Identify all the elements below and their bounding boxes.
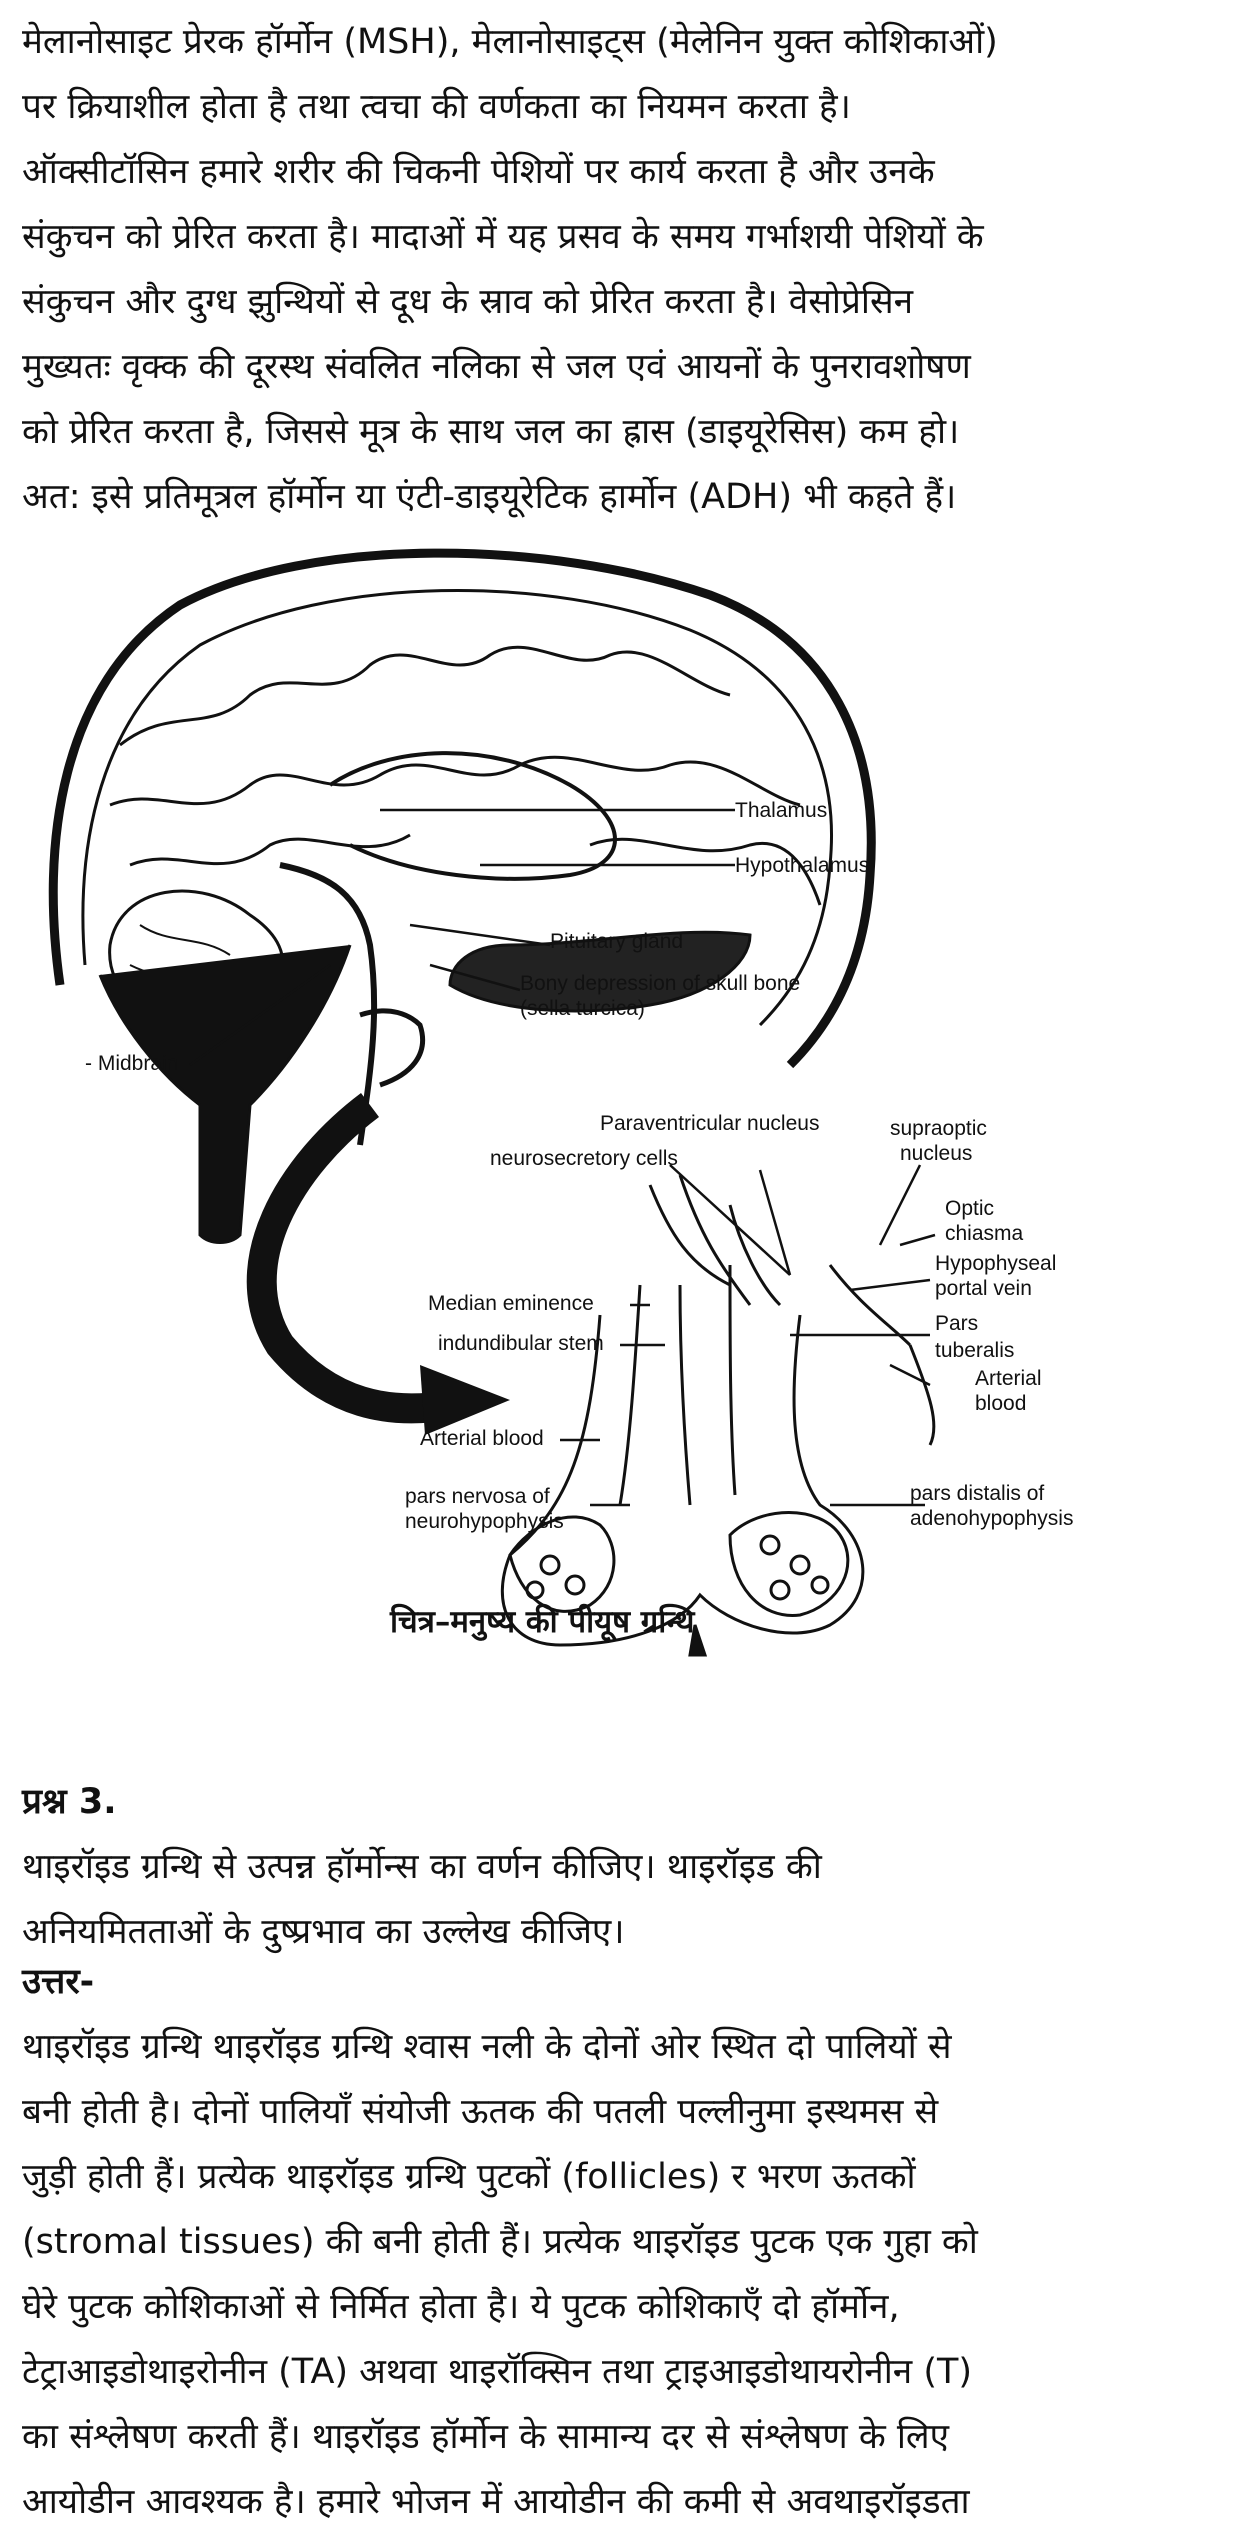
text-line: का संश्लेषण करती हैं। थाइरॉइड हॉर्मोन के…: [22, 2417, 949, 2457]
question-text: थाइरॉइड ग्रन्थि से उत्पन्न हॉर्मोन्स का …: [22, 1835, 1217, 1965]
label-chiasma: chiasma: [945, 1222, 1024, 1245]
label-portal-vein: portal vein: [935, 1277, 1032, 1300]
label-supraoptic: supraoptic: [890, 1117, 987, 1140]
brain-illustration: [48, 548, 876, 1244]
text-line: (stromal tissues) की बनी होती हैं। प्रत्…: [22, 2222, 978, 2262]
label-blood-right: blood: [975, 1392, 1026, 1415]
label-adenohypophysis: adenohypophysis: [910, 1507, 1073, 1530]
text-line: थाइरॉइड ग्रन्थि से उत्पन्न हॉर्मोन्स का …: [22, 1847, 822, 1887]
text-line: अत: इसे प्रतिमूत्रल हॉर्मोन या एंटी-डाइय…: [22, 477, 957, 517]
label-neurosecretory-cells: neurosecretory cells: [490, 1147, 678, 1170]
text-line: जुड़ी होती हैं। प्रत्येक थाइरॉइड ग्रन्थि…: [22, 2157, 916, 2197]
label-pars-nervosa: pars nervosa of: [405, 1485, 550, 1508]
figure-caption: चित्र–मनुष्य की पीयूष ग्रन्थि: [390, 1604, 695, 1640]
pituitary-detail: [500, 1174, 936, 1657]
question-heading: प्रश्न 3.: [22, 1782, 117, 1822]
leader-lines: [189, 808, 936, 1507]
label-tuberalis: tuberalis: [935, 1339, 1014, 1362]
label-median-eminence: Median eminence: [428, 1292, 594, 1315]
text-line: थाइरॉइड ग्रन्थि थाइरॉइड ग्रन्थि श्वास नल…: [22, 2027, 952, 2067]
label-pituitary-gland: Pituitary gland: [550, 930, 683, 953]
answer-label: उत्तर-: [22, 1962, 95, 2002]
label-pars-distalis: pars distalis of: [910, 1482, 1044, 1505]
text-line: घेरे पुटक कोशिकाओं से निर्मित होता है। य…: [22, 2287, 900, 2327]
text-line: बनी होती है। दोनों पालियाँ संयोजी ऊतक की…: [22, 2092, 939, 2132]
label-optic: Optic: [945, 1197, 994, 1220]
text-line: टेट्राआइडोथाइरोनीन (TA) अथवा थाइरॉक्सिन …: [22, 2352, 973, 2392]
label-midbrain: - Midbrain: [85, 1052, 178, 1075]
label-sella-turcica: (sella turcica): [520, 997, 645, 1020]
label-neurohypophysis: neurohypophysis: [405, 1510, 564, 1533]
text-line: ऑक्सीटॉसिन हमारे शरीर की चिकनी पेशियों प…: [22, 152, 935, 192]
label-arterial-right: Arterial: [975, 1367, 1042, 1390]
answer-paragraph: थाइरॉइड ग्रन्थि थाइरॉइड ग्रन्थि श्वास नल…: [22, 2015, 1217, 2535]
diagram-drawing: Thalamus Hypothalamus Pituitary gland Bo…: [48, 548, 1073, 1657]
label-infundibular-stem: indundibular stem: [438, 1332, 604, 1355]
text-line: को प्रेरित करता है, जिससे मूत्र के साथ ज…: [22, 412, 960, 452]
pointer-arrow: [246, 1093, 453, 1424]
label-thalamus: Thalamus: [735, 799, 827, 822]
text-line: मेलानोसाइट प्रेरक हॉर्मोन (MSH), मेलानोस…: [22, 22, 998, 62]
pituitary-diagram: Thalamus Hypothalamus Pituitary gland Bo…: [30, 545, 1150, 1675]
text-line: पर क्रियाशील होता है तथा त्वचा की वर्णकत…: [22, 87, 851, 127]
label-nucleus: nucleus: [900, 1142, 972, 1165]
text-line: अनियमितताओं के दुष्प्रभाव का उल्लेख कीजि…: [22, 1912, 625, 1952]
label-pars: Pars: [935, 1312, 978, 1335]
label-hypothalamus: Hypothalamus: [735, 854, 869, 877]
text-line: मुख्यतः वृक्क की दूरस्थ संवलित नलिका से …: [22, 347, 971, 387]
text-line: संकुचन और दुग्ध झुन्थियों से दूध के स्रा…: [22, 282, 914, 322]
label-paraventricular-nucleus: Paraventricular nucleus: [600, 1112, 819, 1135]
label-arterial-blood-left: Arterial blood: [420, 1427, 544, 1450]
text-line: संकुचन को प्रेरित करता है। मादाओं में यह…: [22, 217, 984, 257]
text-line: आयोडीन आवश्यक है। हमारे भोजन में आयोडीन …: [22, 2482, 970, 2522]
arrow-head-icon: [420, 1365, 510, 1435]
label-hypophyseal: Hypophyseal: [935, 1252, 1056, 1275]
label-bony-depression: Bony depression of skull bone: [520, 972, 800, 995]
intro-paragraph: मेलानोसाइट प्रेरक हॉर्मोन (MSH), मेलानोस…: [22, 10, 1217, 530]
